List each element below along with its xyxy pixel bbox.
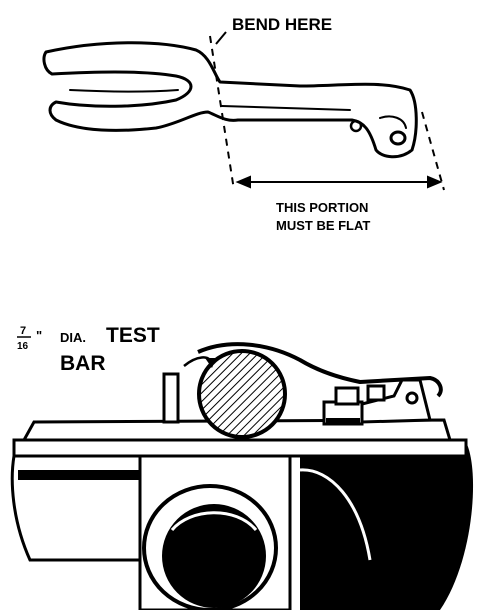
housing-dark-body bbox=[300, 442, 474, 610]
bend-leader-line bbox=[215, 31, 227, 45]
forked-lever-drawing bbox=[42, 41, 418, 159]
valve-mechanism bbox=[322, 378, 432, 426]
pressure-lever bbox=[197, 342, 443, 398]
housing-drawing bbox=[10, 342, 474, 610]
pipe-opening bbox=[162, 504, 266, 608]
lever-end-tab bbox=[379, 115, 407, 129]
fork-inner-edge bbox=[69, 89, 179, 93]
bend-here-label: BEND HERE bbox=[232, 15, 332, 34]
valve-shade bbox=[326, 418, 360, 424]
lever-edge-line bbox=[221, 105, 351, 111]
inch-mark: " bbox=[36, 328, 42, 343]
housing-highlight bbox=[299, 468, 372, 561]
housing-base-plate bbox=[12, 438, 468, 458]
fraction-numerator: 7 bbox=[20, 325, 26, 337]
flat-dash-line bbox=[421, 111, 445, 191]
lever-outline bbox=[42, 41, 418, 159]
housing-post bbox=[162, 372, 180, 424]
lever-hole bbox=[389, 130, 407, 146]
pipe-highlight bbox=[170, 511, 258, 532]
dia-label: DIA. bbox=[60, 330, 86, 345]
flat-dimension-arrow bbox=[235, 175, 443, 189]
flat-label-line1: THIS PORTION bbox=[276, 200, 368, 215]
test-bar-section bbox=[197, 349, 287, 439]
test-bar-leader-arrow bbox=[205, 358, 216, 368]
housing-left-shade bbox=[18, 470, 140, 480]
lever-rivet bbox=[349, 119, 363, 133]
housing-left-flange bbox=[10, 454, 152, 562]
fraction-denominator: 16 bbox=[17, 341, 29, 352]
flat-label-line2: MUST BE FLAT bbox=[276, 218, 370, 233]
guide-lines bbox=[209, 35, 445, 191]
bar-label: BAR bbox=[60, 352, 106, 375]
test-label: TEST bbox=[106, 324, 160, 347]
